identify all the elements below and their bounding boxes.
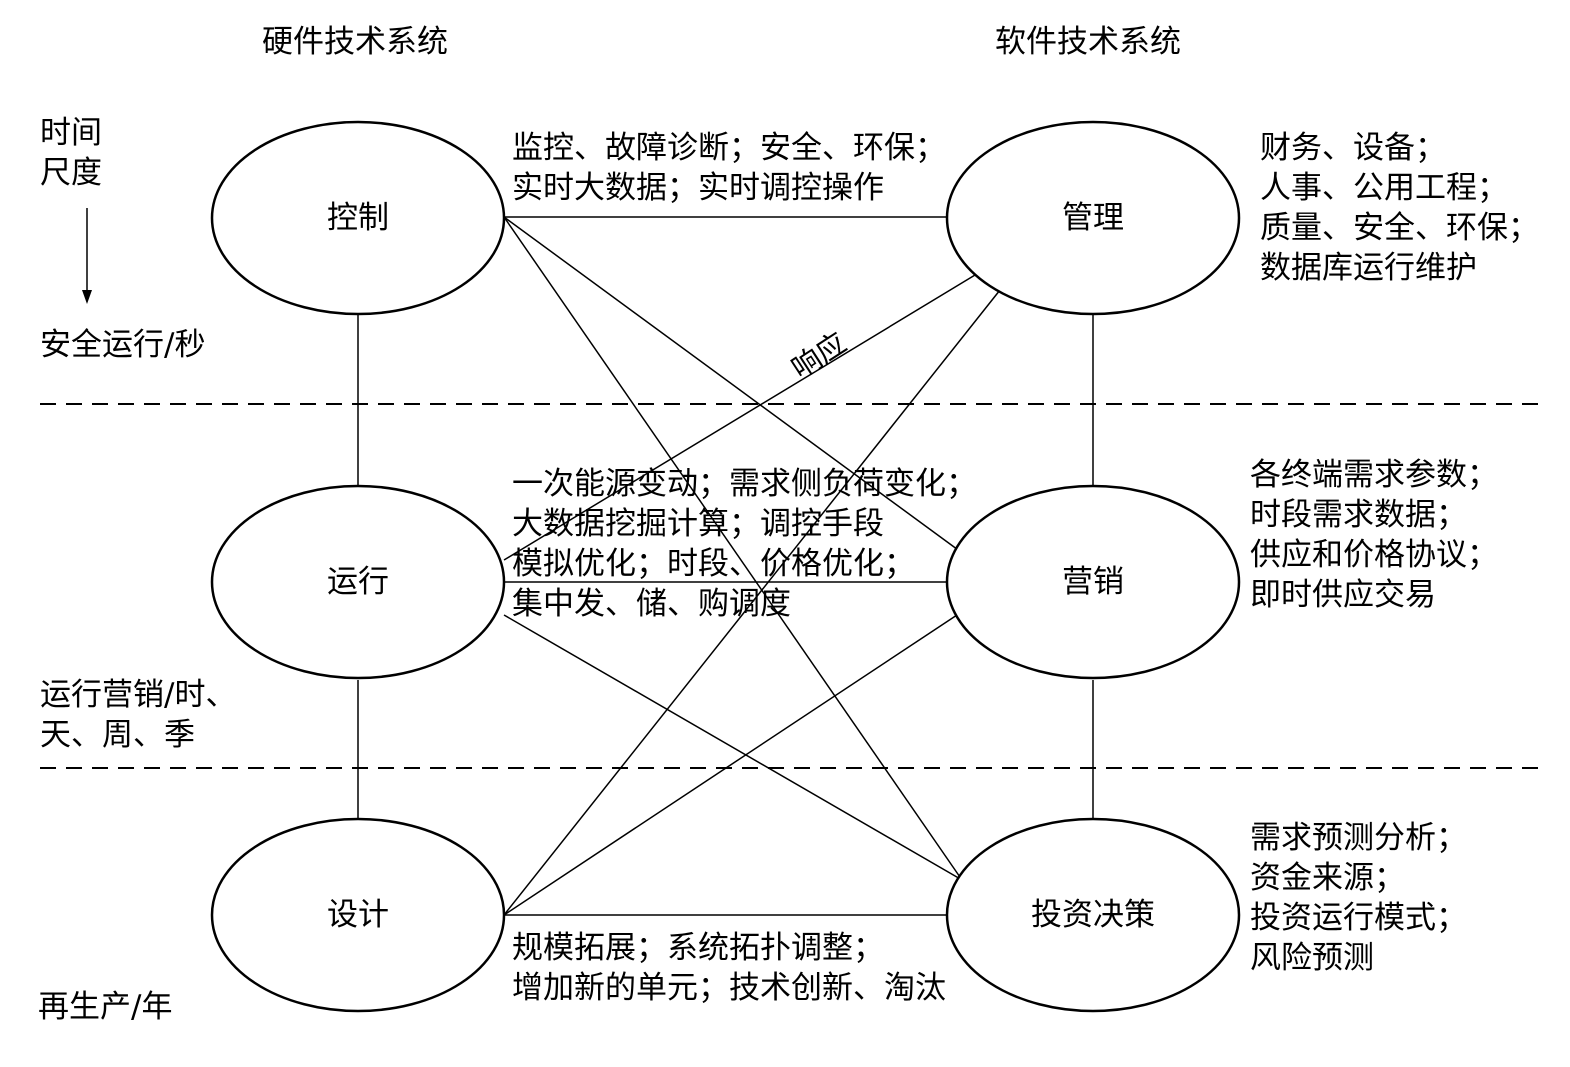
edge-design-marketing [503, 614, 958, 916]
edge-label-bottom: 规模拓展；系统拓扑调整； 增加新的单元；技术创新、淘汰 [512, 928, 946, 1008]
node-investment-label: 投资决策 [1031, 897, 1155, 933]
description-management-line-4: 数据库运行维护 [1260, 250, 1477, 286]
description-investment-line-4: 风险预测 [1250, 940, 1374, 976]
node-control-label: 控制 [327, 200, 389, 236]
node-design-label: 设计 [327, 897, 389, 933]
edge-design-management [503, 289, 1001, 916]
edge-label-bottom-line-2: 增加新的单元；技术创新、淘汰 [512, 970, 946, 1006]
timescale-label-line-2: 尺度 [40, 155, 102, 191]
timescale-level-year: 再生产/年 [38, 989, 173, 1025]
edge-operation-management [503, 271, 981, 561]
description-management-line-2: 人事、公用工程； [1260, 170, 1508, 206]
description-marketing-line-3: 供应和价格协议； [1250, 537, 1498, 573]
description-marketing-line-2: 时段需求数据； [1250, 497, 1467, 533]
node-investment-ellipse [945, 817, 1241, 1013]
edge-label-top: 监控、故障诊断；安全、环保； 实时大数据；实时调控操作 [512, 128, 946, 208]
edge-label-middle-line-1: 一次能源变动；需求侧负荷变化； [512, 466, 977, 502]
node-operation-label: 运行 [327, 564, 389, 600]
edge-label-bottom-line-1: 规模拓展；系统拓扑调整； [512, 930, 884, 966]
edge-control-investment [503, 216, 963, 881]
node-operation-ellipse [210, 484, 506, 680]
header-hardware: 硬件技术系统 [262, 24, 448, 60]
time-arrow-head [82, 290, 92, 304]
node-design-ellipse [210, 817, 506, 1013]
description-management: 财务、设备； 人事、公用工程； 质量、安全、环保； 数据库运行维护 [1260, 128, 1539, 288]
node-control-ellipse [210, 120, 506, 316]
edge-control-marketing [503, 216, 966, 556]
node-marketing-label: 营销 [1062, 564, 1124, 600]
edge-label-middle: 一次能源变动；需求侧负荷变化； 大数据挖掘计算；调控手段 模拟优化；时段、价格优… [512, 464, 977, 624]
description-investment-line-2: 资金来源； [1250, 860, 1405, 896]
edge-label-middle-line-2: 大数据挖掘计算；调控手段 [512, 506, 884, 542]
timescale-level-second: 安全运行/秒 [40, 327, 206, 363]
description-investment-line-1: 需求预测分析； [1250, 820, 1467, 856]
description-marketing-line-1: 各终端需求参数； [1250, 457, 1498, 493]
node-management-ellipse [945, 120, 1241, 316]
timescale-level-hour-line-2: 天、周、季 [40, 717, 195, 753]
description-management-line-3: 质量、安全、环保； [1260, 210, 1539, 246]
edge-operation-investment [503, 614, 963, 881]
timescale-label: 时间 尺度 [40, 113, 102, 193]
description-marketing-line-4: 即时供应交易 [1250, 577, 1436, 613]
description-management-line-1: 财务、设备； [1260, 130, 1446, 166]
timescale-level-hour: 运行营销/时、 天、周、季 [40, 675, 236, 755]
node-management-label: 管理 [1062, 200, 1124, 236]
node-marketing-ellipse [945, 484, 1241, 680]
header-software: 软件技术系统 [995, 24, 1181, 60]
description-marketing: 各终端需求参数； 时段需求数据； 供应和价格协议； 即时供应交易 [1250, 455, 1498, 615]
edge-label-middle-line-3: 模拟优化；时段、价格优化； [512, 546, 915, 582]
description-investment-line-3: 投资运行模式； [1250, 900, 1467, 936]
timescale-level-hour-line-1: 运行营销/时、 [40, 677, 237, 713]
edge-label-top-line-1: 监控、故障诊断；安全、环保； [512, 130, 946, 166]
edge-label-middle-line-4: 集中发、储、购调度 [512, 586, 791, 622]
description-investment: 需求预测分析； 资金来源； 投资运行模式； 风险预测 [1250, 818, 1467, 978]
timescale-label-line-1: 时间 [40, 115, 102, 151]
edge-label-top-line-2: 实时大数据；实时调控操作 [512, 170, 884, 206]
